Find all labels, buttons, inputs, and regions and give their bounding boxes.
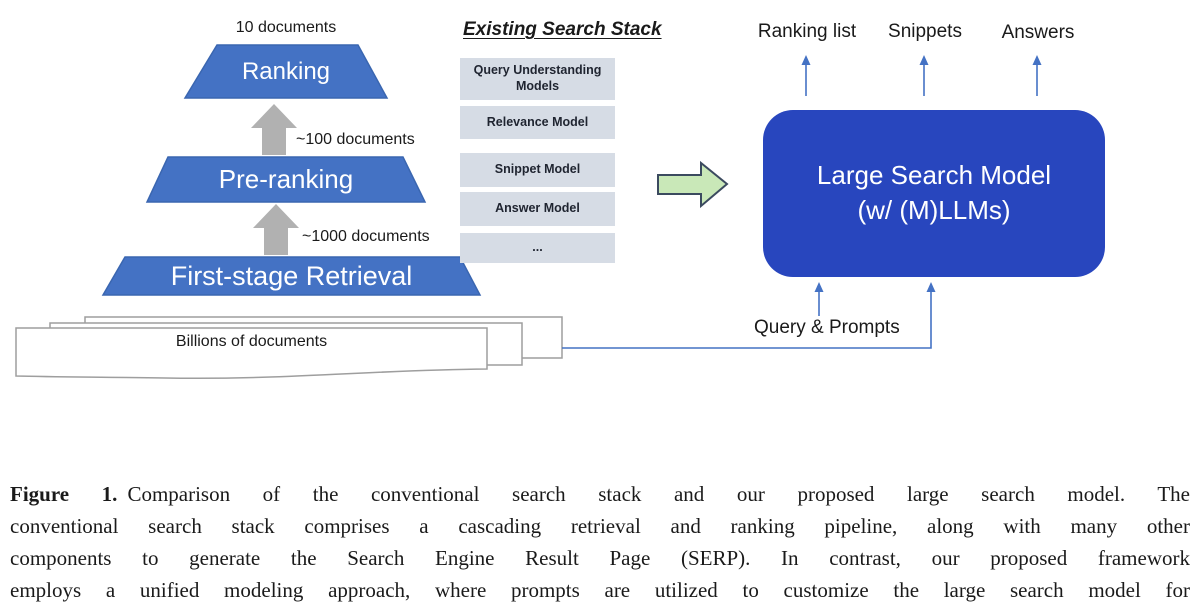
billions-of-documents-label: Billions of documents [175, 333, 328, 350]
large-search-model-line2: (w/ (M)LLMs) [857, 195, 1011, 225]
diagram-shapes [15, 44, 1105, 380]
caption-line-4: employs a unified modeling approach, whe… [10, 578, 1190, 602]
relevance-model-box: Relevance Model [460, 106, 615, 139]
funnel-up-arrow-icon [253, 204, 299, 255]
document-sheet-front [15, 327, 488, 380]
large-search-model-text: Large Search Model (w/ (M)LLMs) [763, 158, 1105, 228]
first-stage-retrieval-label: First-stage Retrieval [170, 260, 413, 291]
documents-to-model-connector [562, 291, 932, 349]
answer-model-box: Answer Model [460, 192, 615, 226]
caption-line-1: Figure 1. Comparison of the conventional … [10, 478, 1190, 510]
caption-line-2: conventional search stack comprises a ca… [10, 514, 1190, 538]
more-models-box: ... [460, 233, 615, 263]
arrowhead-icon [801, 55, 811, 65]
caption-line-1-text: Comparison of the conventional search st… [127, 482, 1190, 506]
arrowhead-icon [919, 55, 929, 65]
pre-ranking-trapezoid [145, 156, 427, 203]
snippet-model-box: Snippet Model [460, 153, 615, 187]
arrowhead-icon [926, 282, 936, 292]
query-understanding-models-box: Query Understanding Models [460, 58, 615, 100]
snippets-output-label: Snippets [888, 21, 962, 42]
figure-caption: Figure 1. Comparison of the conventional … [10, 478, 1190, 606]
ranking-stage-label: Ranking [241, 57, 331, 85]
pre-ranking-stage-label: Pre-ranking [218, 164, 354, 194]
arrowhead-icon [814, 282, 824, 292]
ranking-list-output-label: Ranking list [757, 21, 857, 42]
first-stage-retrieval-trapezoid [101, 256, 482, 296]
large-search-model-line1: Large Search Model [816, 160, 1052, 190]
query-prompts-label: Query & Prompts [754, 317, 900, 338]
transform-arrow-icon [657, 160, 729, 209]
caption-line-3: components to generate the Search Engine… [10, 546, 1190, 570]
hundred-documents-label: ~100 documents [296, 131, 415, 148]
large-search-model-box [763, 110, 1105, 277]
arrowhead-icon [1032, 55, 1042, 65]
thousand-documents-label: ~1000 documents [302, 228, 430, 245]
ranking-trapezoid [183, 44, 389, 99]
existing-search-stack-title: Existing Search Stack [463, 19, 662, 40]
ten-documents-label: 10 documents [235, 19, 337, 36]
funnel-up-arrow-icon [251, 104, 297, 155]
answers-output-label: Answers [1001, 22, 1075, 43]
figure-number-label: Figure 1. [10, 482, 118, 506]
